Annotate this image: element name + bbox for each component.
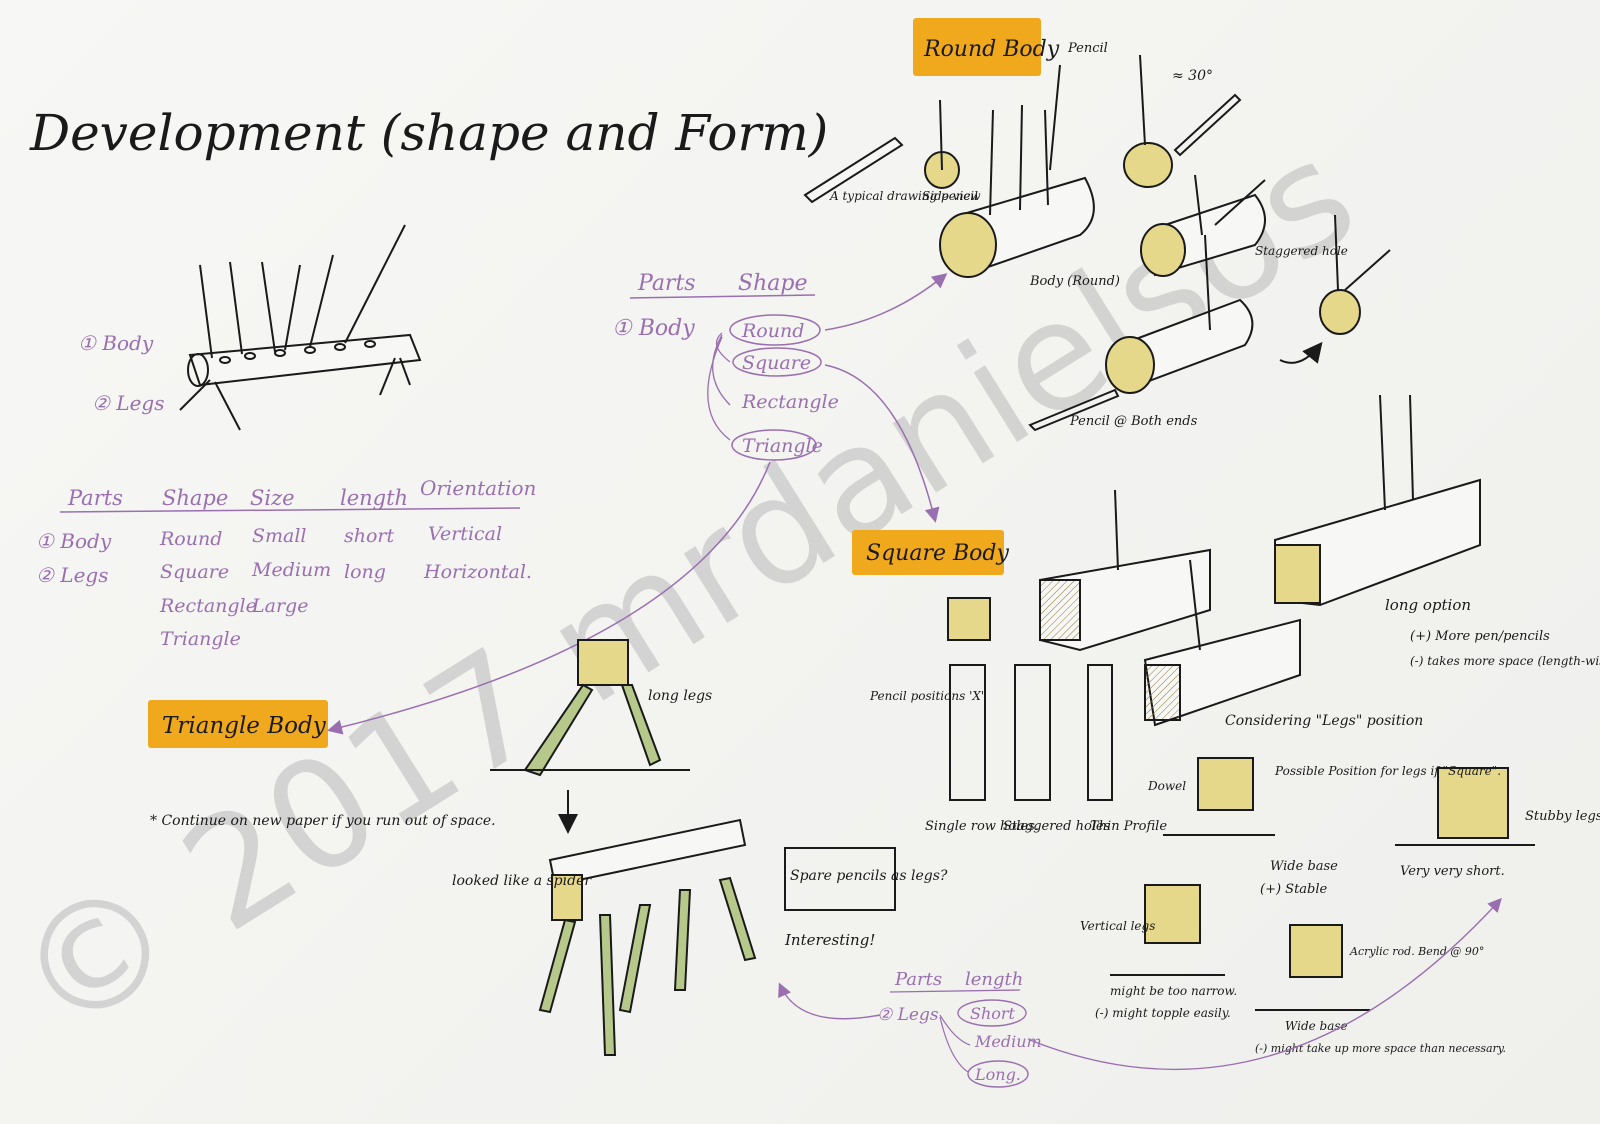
legs-tree-option-long: Long.	[974, 1065, 1021, 1084]
table-header-orientation: Orientation	[420, 476, 536, 500]
note-narrow: might be too narrow.	[1110, 984, 1237, 998]
square-body-sketches	[947, 394, 1535, 1011]
table-header-parts: Parts	[67, 486, 123, 510]
note-body-round: Body (Round)	[1029, 274, 1120, 289]
legs-tree-option-short: Short	[970, 1004, 1016, 1023]
note-continue: * Continue on new paper if you run out o…	[150, 813, 496, 829]
note-stubby-legs: Stubby legs	[1525, 809, 1600, 824]
note-long-option: long option	[1385, 596, 1471, 614]
note-topple: (-) might topple easily.	[1095, 1006, 1231, 1020]
legs-tree-root: ② Legs	[877, 1005, 939, 1025]
note-pencil-both-ends: Pencil @ Both ends	[1069, 414, 1198, 429]
note-staggered-hole: Staggered hole	[1255, 244, 1348, 258]
table-header-length: length	[340, 486, 408, 510]
table-header-shape: Shape	[162, 486, 228, 510]
legs-length-tree: Parts length ② Legs Short Medium Long.	[778, 897, 1502, 1088]
table-cell: ① Body	[36, 529, 112, 553]
square-body-title: Square Body	[866, 541, 1009, 566]
table-cell: Rectangle	[159, 595, 257, 617]
table-cell: Triangle	[160, 628, 241, 650]
triangle-body-title: Triangle Body	[162, 713, 327, 739]
note-long-minus: (-) takes more space (length-wise)	[1410, 654, 1600, 668]
note-acrylic: Acrylic rod. Bend @ 90°	[1349, 945, 1484, 958]
note-thin-profile: Thin Profile	[1090, 819, 1167, 834]
note-pencil: Pencil	[1067, 41, 1108, 56]
note-pencil-positions: Pencil positions 'X'	[869, 689, 984, 703]
note-stable: (+) Stable	[1260, 882, 1328, 897]
legs-tree-header-length: length	[965, 969, 1023, 990]
table-cell: Square	[160, 561, 229, 583]
note-long-legs: long legs	[648, 688, 712, 704]
table-cell: long	[344, 561, 386, 583]
tree-option-rectangle: Rectangle	[741, 391, 839, 413]
table-cell: Round	[159, 528, 222, 550]
parts-table: Parts Shape Size length Orientation ① Bo…	[36, 476, 536, 650]
page-title: Development (shape and Form)	[29, 104, 828, 162]
note-long-plus: (+) More pen/pencils	[1410, 629, 1550, 644]
table-header-size: Size	[250, 486, 295, 510]
note-wide-base: Wide base	[1270, 859, 1338, 874]
note-spider: looked like a spider	[452, 873, 592, 889]
round-body-sketches	[803, 54, 1391, 432]
square-body-highlight: Square Body	[852, 530, 1009, 575]
table-cell: Large	[251, 595, 308, 617]
tree-option-square: Square	[742, 352, 811, 374]
round-body-title: Round Body	[923, 37, 1060, 62]
table-cell: Medium	[251, 559, 331, 581]
note-angle: ≈ 30°	[1172, 68, 1213, 84]
tree-option-triangle: Triangle	[742, 435, 823, 457]
label-legs: ② Legs	[92, 391, 164, 415]
note-side-view: Side view	[922, 189, 981, 203]
note-spare-pencils: Spare pencils as legs?	[790, 868, 948, 884]
table-cell: Small	[252, 525, 307, 547]
note-typical-pencil: A typical drawing pencil	[829, 189, 978, 203]
pencil-holder-sketch	[179, 224, 422, 431]
note-vertical-legs: Vertical legs	[1080, 919, 1155, 933]
note-wide-base-2: Wide base	[1285, 1019, 1348, 1033]
legs-tree-header-parts: Parts	[894, 969, 942, 990]
tree-root: ① Body	[612, 316, 695, 341]
table-cell: ② Legs	[36, 563, 108, 587]
table-cell: Horizontal.	[423, 561, 532, 583]
triangle-body-highlight: Triangle Body	[148, 700, 328, 748]
tree-header-shape: Shape	[738, 271, 807, 296]
table-cell: short	[344, 525, 395, 547]
note-dowel: Dowel	[1147, 779, 1186, 793]
note-considering-legs: Considering "Legs" position	[1225, 713, 1423, 729]
triangle-body-sketches	[490, 639, 896, 1056]
note-single-row: Single row holes.	[925, 819, 1039, 834]
label-body: ① Body	[78, 331, 154, 355]
note-staggered-holes: Staggered holes	[1003, 819, 1111, 834]
body-shape-tree: Parts Shape ① Body Round Square Rectangl…	[327, 271, 948, 735]
tree-header-parts: Parts	[637, 271, 696, 296]
note-very-short: Very very short.	[1400, 864, 1505, 879]
round-body-highlight: Round Body	[913, 18, 1060, 76]
legs-tree-option-medium: Medium	[974, 1032, 1042, 1051]
note-space: (-) might take up more space than necess…	[1255, 1042, 1506, 1055]
note-interesting: Interesting!	[784, 931, 875, 949]
tree-option-round: Round	[741, 320, 804, 342]
note-possible-position: Possible Position for legs if "Square".	[1274, 764, 1501, 778]
table-cell: Vertical	[428, 523, 502, 545]
